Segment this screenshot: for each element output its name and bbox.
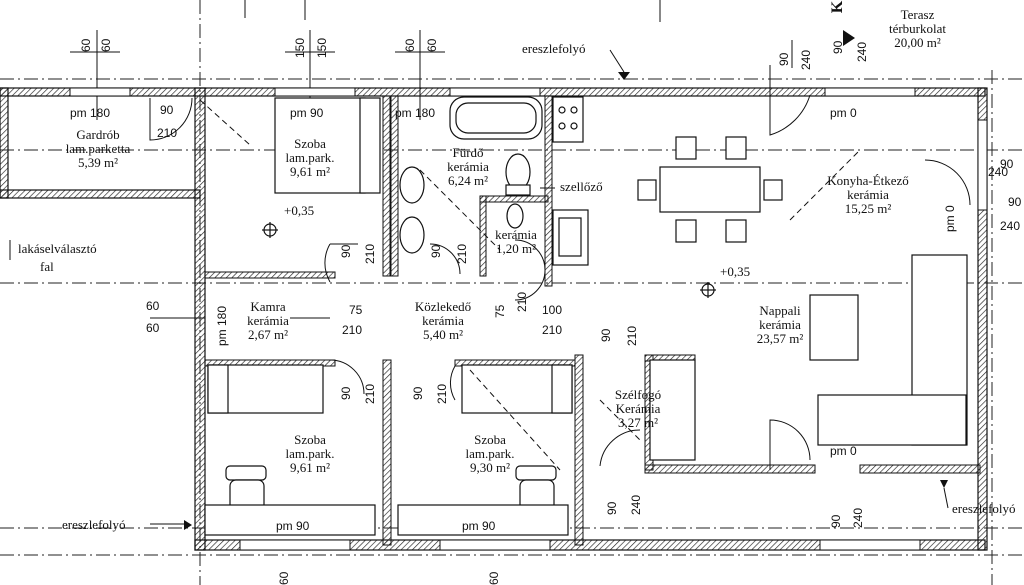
bath-fixtures	[399, 96, 589, 266]
dim-60-b: 60	[99, 38, 113, 52]
dim-90-b1: 90	[339, 386, 353, 400]
dim-210-n2: 210	[625, 325, 639, 346]
label-eresz-br: ereszlefolyó	[952, 501, 1016, 516]
room-szelfogo: Szélfogó Kerámia 3,27 m²	[614, 387, 662, 430]
dim-90-sz: 90	[605, 501, 619, 515]
dim-240-right: 240	[988, 165, 1009, 179]
living-furniture	[649, 254, 968, 461]
dim-210-nappali: 210	[542, 323, 563, 337]
dim-60-c: 60	[403, 38, 417, 52]
dim-60-left-2: 60	[146, 321, 160, 335]
dim-60-a: 60	[79, 38, 93, 52]
office-chairs	[204, 465, 569, 536]
dim-210-k1: 210	[363, 243, 377, 264]
dim-90-k1: 90	[339, 244, 353, 258]
dim-60-d: 60	[425, 38, 439, 52]
dim-210-b2: 210	[435, 383, 449, 404]
label-fal: fal	[40, 259, 54, 274]
dim-150-a: 150	[293, 37, 307, 58]
dim-pm180-gardrob: pm 180	[70, 106, 111, 120]
room-kamra: Kamra kerámia 2,67 m²	[247, 299, 289, 342]
dim-210-b1: 210	[363, 383, 377, 404]
dim-75-w: 75	[493, 304, 507, 318]
dim-90-w: 90	[429, 244, 443, 258]
room-nappali: Nappali kerámia 23,57 m²	[756, 303, 804, 346]
room-wc: kerámia 1,20 m²	[495, 227, 537, 256]
dashed-guides	[199, 99, 861, 471]
label-level-1: +0,35	[284, 203, 315, 218]
level-markers	[262, 222, 716, 298]
dim-60-bot1: 60	[277, 571, 291, 585]
windows	[69, 87, 988, 551]
door-swings	[149, 65, 971, 470]
dim-210-kamra: 210	[342, 323, 363, 337]
label-eresz-top: ereszlefolyó	[522, 41, 586, 56]
room-szoba-bl: Szoba lam.park. 9,61 m²	[285, 432, 335, 475]
dim-240-sz: 240	[629, 494, 643, 515]
dim-210-w2: 210	[515, 291, 529, 312]
dim-90-n2: 90	[599, 328, 613, 342]
label-szellozo: szellőző	[560, 179, 603, 194]
dim-100: 100	[542, 303, 563, 317]
dim-pm90-szoba: pm 90	[290, 106, 324, 120]
dim-60-bot2: 60	[487, 571, 501, 585]
dim-pm90-bm: pm 90	[462, 519, 496, 533]
interior-walls	[204, 95, 981, 546]
room-kozlekedo: Közlekedő kerámia 5,40 m²	[414, 299, 472, 342]
dim-210-gardrob: 210	[157, 126, 178, 140]
dim-pm90-bl: pm 90	[276, 519, 310, 533]
dim-pm180-kamra: pm 180	[215, 305, 229, 346]
dim-pm180-furdo: pm 180	[395, 106, 436, 120]
room-terasz: Terasz térburkolat 20,00 m²	[888, 7, 947, 50]
dim-240-north: 240	[855, 41, 869, 62]
dim-pm0-konyha: pm 0	[830, 106, 857, 120]
dim-pm0-right: pm 0	[943, 205, 957, 232]
dim-90-right: 90	[1000, 157, 1014, 171]
north-label: K	[829, 0, 847, 14]
top-dimension-lines	[70, 0, 793, 120]
room-szoba-top: Szoba lam.park. 9,61 m²	[285, 136, 335, 179]
dim-90-right2: 90	[1008, 195, 1022, 209]
dining-set	[637, 136, 783, 243]
room-gardrob: Gardrób lam.parketta 5,39 m²	[65, 127, 131, 170]
dim-90-b2: 90	[411, 386, 425, 400]
beds	[207, 97, 573, 414]
dim-pm0-szelfogo: pm 0	[830, 444, 857, 458]
dim-60-left-1: 60	[146, 299, 160, 313]
label-level-2: +0,35	[720, 264, 751, 279]
dim-240-sz2: 240	[851, 507, 865, 528]
dim-210-w: 210	[455, 243, 469, 264]
dim-240-top: 240	[799, 49, 813, 70]
label-lakaselvalaszto: lakáselválasztó	[18, 241, 97, 256]
leader-lines	[9, 49, 949, 525]
drain-markers	[184, 30, 948, 530]
room-furdo: Fürdő kerámia 6,24 m²	[447, 145, 489, 188]
dim-90-north: 90	[831, 40, 845, 54]
dim-90-sz2: 90	[829, 514, 843, 528]
room-szoba-bm: Szoba lam.park. 9,30 m²	[465, 432, 515, 475]
dim-150-b: 150	[315, 37, 329, 58]
dim-90-top: 90	[777, 52, 791, 66]
dim-90-gardrob: 90	[160, 103, 174, 117]
label-eresz-bl: ereszlefolyó	[62, 517, 126, 532]
dim-240-right2: 240	[1000, 219, 1021, 233]
room-konyha: Konyha-Étkező kerámia 15,25 m²	[827, 173, 909, 216]
dim-75: 75	[349, 303, 363, 317]
